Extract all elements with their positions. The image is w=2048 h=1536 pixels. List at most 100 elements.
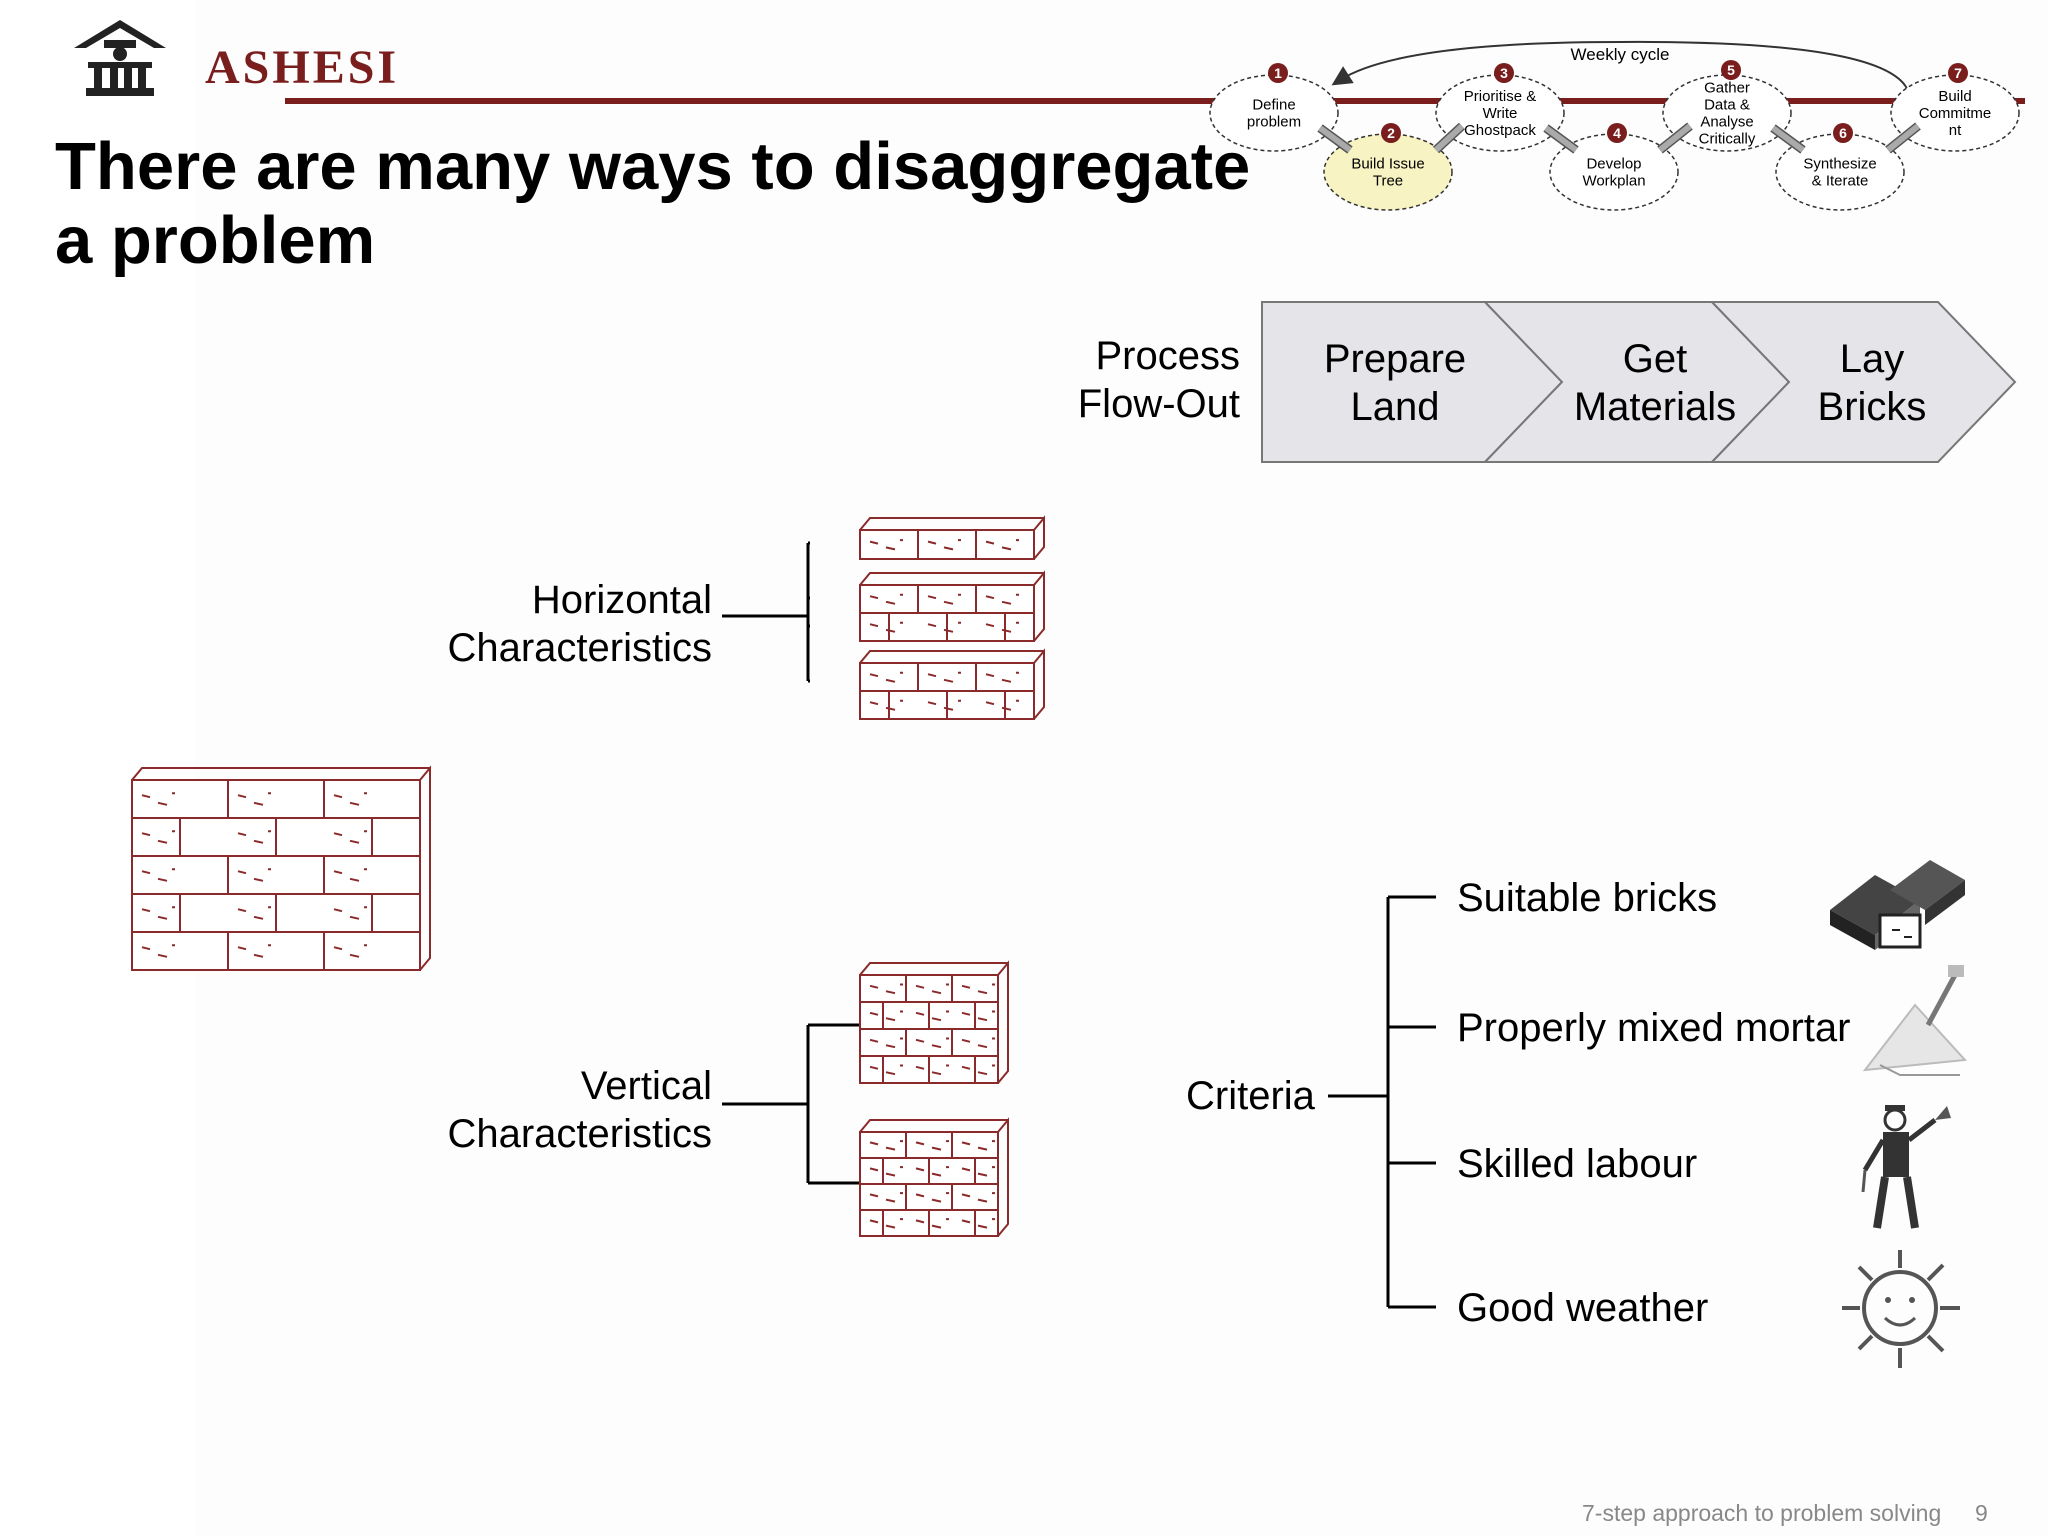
cycle-step-ellipse <box>1890 74 2020 152</box>
cycle-step-ellipse <box>1435 74 1565 152</box>
process-step-1-line-2: Land <box>1350 385 1440 429</box>
criteria-item-skilled-labour: Skilled labour <box>1457 1142 1698 1186</box>
cycle-flow-arrow-fill <box>1433 123 1465 153</box>
cycle-step-label: Write <box>1483 105 1518 122</box>
cycle-step-number: 6 <box>1839 125 1847 141</box>
cycle-step-ellipse <box>1209 74 1339 152</box>
cycle-flow-arrow-fill <box>1544 125 1578 153</box>
mortar-shovel-icon <box>1862 965 1968 1076</box>
cycle-step-label: Data & <box>1704 97 1750 114</box>
cycle-step-number-badge <box>1721 60 1741 80</box>
cycle-step-6: Synthesize& Iterate 6 <box>1775 123 1905 211</box>
brick-row-2 <box>859 570 1045 642</box>
cycle-step-number: 2 <box>1387 125 1395 141</box>
cycle-step-number-badge <box>1948 63 1968 83</box>
criteria-bracket <box>1328 895 1436 1309</box>
ashesi-building-icon <box>74 20 166 96</box>
weekly-cycle-arrow <box>1331 40 1911 101</box>
process-step-1-line-1: Prepare <box>1323 337 1467 381</box>
vertical-bracket <box>722 1023 860 1185</box>
process-label: Process Flow-Out <box>1030 332 1240 428</box>
brick-illustrations <box>131 515 1045 1237</box>
cycle-step-label: Critically <box>1699 131 1756 148</box>
cycle-step-label: Define <box>1252 97 1295 114</box>
cycle-step-number: 5 <box>1727 62 1735 78</box>
cycle-step-label: Synthesize <box>1803 156 1876 173</box>
chevron-lay-bricks <box>1709 301 2017 463</box>
criteria-item-suitable-bricks: Suitable bricks <box>1457 876 1718 920</box>
weekly-cycle-label: Weekly cycle <box>1571 45 1670 64</box>
cycle-step-label: problem <box>1247 114 1301 131</box>
cycle-step-label: Build Issue <box>1351 156 1424 173</box>
cycle-step-number: 7 <box>1954 65 1962 81</box>
cycle-step-ellipse <box>1549 133 1679 211</box>
cycle-step-label: Develop <box>1586 156 1641 173</box>
logo-text: ASHESI <box>205 41 400 94</box>
brick-column-2 <box>859 1117 1009 1237</box>
horizontal-label-line-1: Horizontal <box>531 578 712 622</box>
brick-column-1 <box>859 960 1009 1084</box>
large-brick-wall <box>131 765 431 971</box>
cycle-step-number: 3 <box>1500 65 1508 81</box>
process-step-3-line-2: Bricks <box>1817 385 1927 429</box>
title-line-1: There are many ways to disaggregate <box>55 129 1251 204</box>
process-step-3-text: Lay Bricks <box>1772 335 1972 431</box>
cycle-step-label: Build <box>1938 88 1971 105</box>
cycle-step-label: Gather <box>1704 80 1750 97</box>
bricks-icon <box>1830 860 1965 950</box>
cycle-step-ellipse <box>1775 133 1905 211</box>
cycle-step-number-badge <box>1494 63 1514 83</box>
cycle-step-number-badge <box>1833 123 1853 143</box>
criteria-item-mixed-mortar: Properly mixed mortar <box>1457 1006 1851 1050</box>
footer-text: 7-step approach to problem solving <box>1582 1500 1942 1526</box>
page-title: There are many ways to disaggregate a pr… <box>55 130 1355 278</box>
cycle-step-label: & Iterate <box>1812 173 1869 190</box>
cycle-step-label: Analyse <box>1700 114 1753 131</box>
brick-row-3 <box>859 648 1045 720</box>
cycle-step-number-badge <box>1268 63 1288 83</box>
criteria-item-good-weather: Good weather <box>1457 1286 1709 1330</box>
process-step-2-line-2: Materials <box>1573 385 1737 429</box>
process-step-1-text: Prepare Land <box>1285 335 1505 431</box>
criteria-label: Criteria <box>1186 1074 1315 1118</box>
process-chevrons <box>1261 301 2017 463</box>
page-number: 9 <box>1975 1500 1988 1526</box>
process-label-line-1: Process <box>1095 334 1241 378</box>
cycle-flow-arrow-fill <box>1771 125 1805 153</box>
cycle-step-label: Commitme <box>1919 105 1992 122</box>
cycle-step-label: Prioritise & <box>1464 88 1537 105</box>
cycle-flow-arrow-fill <box>1886 123 1920 153</box>
process-step-2-line-1: Get <box>1622 337 1688 381</box>
process-step-2-text: Get Materials <box>1545 335 1765 431</box>
vertical-label: Vertical Characteristics <box>380 1062 712 1158</box>
horizontal-bracket <box>722 541 810 683</box>
cycle-step-label: Workplan <box>1582 173 1645 190</box>
horizontal-label-line-2: Characteristics <box>447 626 712 670</box>
cycle-flow-arrow-fill <box>1658 123 1692 153</box>
cycle-step-number: 1 <box>1274 65 1282 81</box>
slide-background <box>195 0 2048 1536</box>
brick-row-1 <box>859 515 1045 560</box>
cycle-step-number-badge <box>1607 123 1627 143</box>
cycle-step-number: 4 <box>1613 125 1621 141</box>
process-step-3-line-1: Lay <box>1839 337 1905 381</box>
header-rule <box>285 98 2025 104</box>
horizontal-label: Horizontal Characteristics <box>380 576 712 672</box>
cycle-step-label: nt <box>1949 122 1962 139</box>
vertical-label-line-2: Characteristics <box>447 1112 712 1156</box>
vertical-label-line-1: Vertical <box>580 1064 712 1108</box>
title-line-2: a problem <box>55 203 376 278</box>
cycle-step-label: Ghostpack <box>1464 122 1536 139</box>
cycle-step-number-badge <box>1381 123 1401 143</box>
cycle-flow-arrow-fill <box>1318 125 1352 153</box>
cycle-step-ellipse <box>1662 74 1792 152</box>
cycle-step-ellipse <box>1323 133 1453 211</box>
